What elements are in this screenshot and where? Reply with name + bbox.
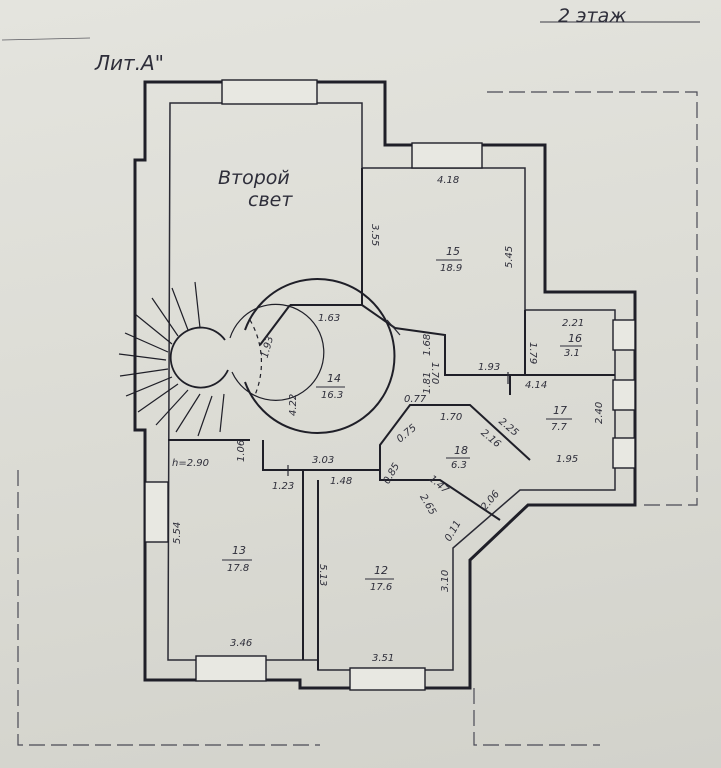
dimension: 5.54 xyxy=(172,522,183,544)
dimension: 4.14 xyxy=(525,380,547,391)
dimension: 1.81 xyxy=(422,372,433,394)
dimension: 1.70 xyxy=(429,362,440,384)
room-area: 17.8 xyxy=(227,563,249,574)
dimension: 1.68 xyxy=(422,334,433,356)
room-number: 15 xyxy=(446,245,460,258)
dimension: 1.06 xyxy=(236,440,247,462)
dimension: 1.70 xyxy=(440,412,462,423)
letter-label: Лит.А" xyxy=(94,51,164,75)
dimension: 3.46 xyxy=(230,638,252,649)
room-number: 13 xyxy=(232,544,246,557)
dimension: 0.77 xyxy=(404,394,427,405)
dimension: 1.48 xyxy=(330,476,352,487)
dimension: 5.13 xyxy=(317,564,328,586)
room-area: 6.3 xyxy=(451,460,467,471)
room-area: 16.3 xyxy=(321,390,343,401)
outer-wall xyxy=(133,80,637,690)
room-area: 17.6 xyxy=(370,582,392,593)
room-number: 12 xyxy=(374,564,388,577)
dimension-labels: 4.18 3.55 5.45 2.21 1.79 1.63 1.93 1.70 … xyxy=(172,175,605,664)
dimension: 2.65 xyxy=(417,492,438,517)
dimension: 0.75 xyxy=(395,422,419,445)
room-area: 3.1 xyxy=(564,348,580,359)
room-labels: 15 18.9 16 3.1 14 16.3 17 7.7 18 6.3 13 … xyxy=(222,245,582,593)
room-number: 16 xyxy=(568,332,582,345)
second-light-line2: свет xyxy=(248,189,293,211)
dimension: 2.40 xyxy=(594,402,605,424)
ceiling-height: h=2.90 xyxy=(172,458,209,469)
dimension: 0.11 xyxy=(443,519,464,544)
dimension: 1.47 xyxy=(426,473,451,496)
windows xyxy=(144,79,636,691)
room-number: 17 xyxy=(553,404,567,417)
dimension: 4.18 xyxy=(437,175,459,186)
dimension: 3.10 xyxy=(440,570,451,592)
dimension: 1.79 xyxy=(527,342,538,364)
second-light-line1: Второй xyxy=(218,167,290,189)
corner-line xyxy=(1,37,91,41)
dimension: 1.95 xyxy=(556,454,578,465)
dimension: 1.63 xyxy=(318,313,340,324)
room-area: 7.7 xyxy=(551,422,568,433)
adjacent-outlines xyxy=(17,91,698,746)
room-number: 18 xyxy=(454,444,468,457)
partitions xyxy=(168,168,615,670)
room-number: 14 xyxy=(327,372,341,385)
dimension: 3.51 xyxy=(372,653,394,664)
dimension: 1.93 xyxy=(478,362,500,373)
floor-label: 2 этаж xyxy=(558,5,626,27)
dimension: 3.03 xyxy=(312,455,334,466)
door-marks xyxy=(287,319,509,476)
dimension: 2.21 xyxy=(562,318,584,329)
dimension: 0.85 xyxy=(382,461,403,486)
dimension: 3.55 xyxy=(369,224,380,246)
dimension: 4.22 xyxy=(288,394,299,416)
spiral-staircase xyxy=(118,278,396,437)
dimension: 1.93 xyxy=(260,335,276,359)
dimension: 1.23 xyxy=(272,481,294,492)
dimension: 2.25 xyxy=(496,416,520,439)
room-area: 18.9 xyxy=(440,263,462,274)
dimension: 5.45 xyxy=(504,246,515,268)
